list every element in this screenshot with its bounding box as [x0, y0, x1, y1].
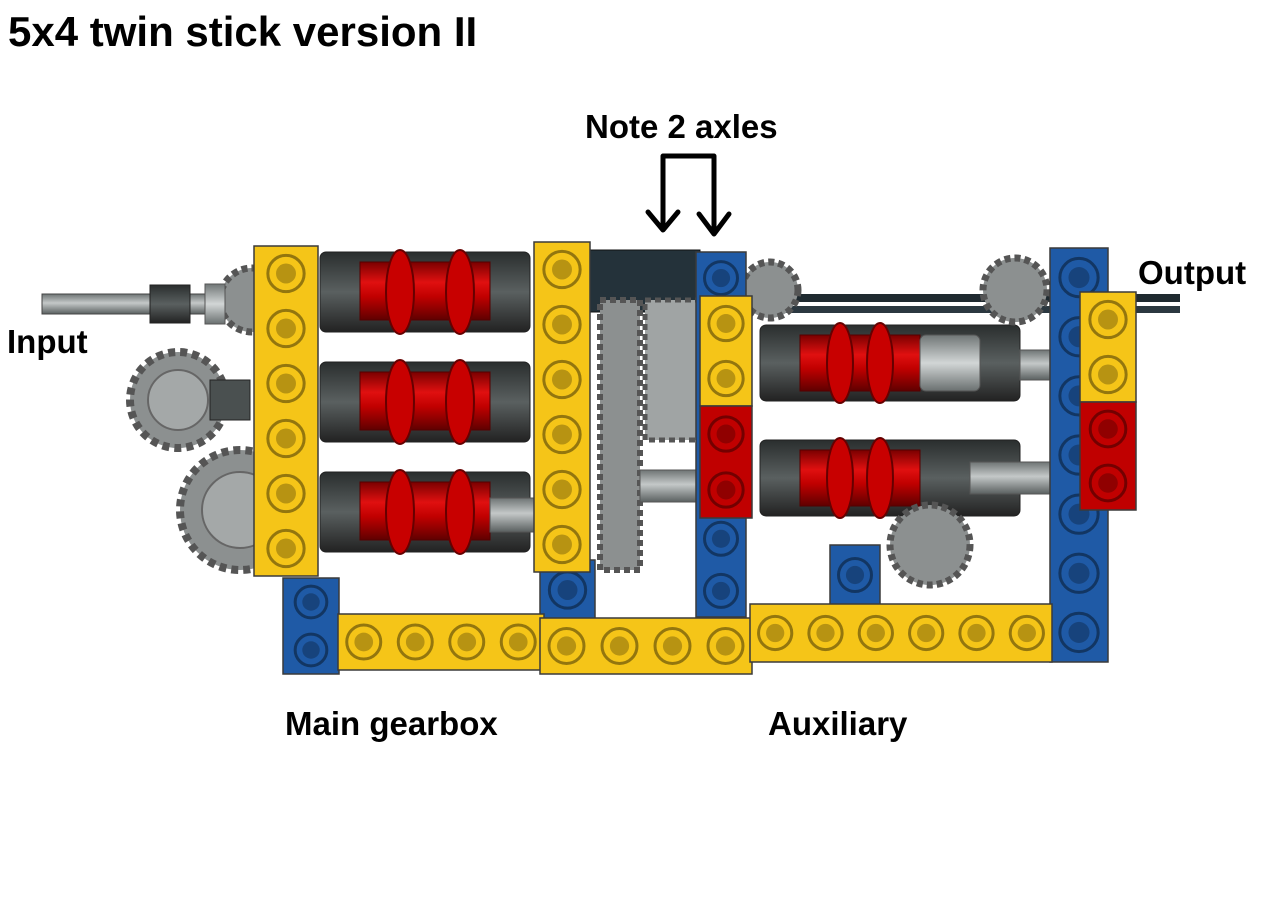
red-beam-center	[699, 405, 753, 519]
yellow-beam-center	[699, 295, 753, 407]
clutch-gear-icon	[866, 437, 894, 519]
yellow-beam-left	[253, 245, 319, 577]
clutch-gear-icon	[445, 469, 475, 555]
input-label: Input	[7, 323, 88, 360]
clutch-gear-icon	[826, 437, 854, 519]
yellow-beam-center-left	[533, 241, 591, 573]
aux-shaft-2	[759, 437, 1071, 589]
arrow-down-icon	[660, 153, 717, 235]
gear-icon	[979, 254, 1051, 326]
clutch-gear-icon	[445, 249, 475, 335]
gear-icon	[738, 258, 802, 322]
output-label: Output	[1138, 254, 1247, 291]
main-shaft-2	[319, 359, 531, 445]
clutch-gear-icon	[385, 469, 415, 555]
blue-beam-left	[282, 577, 340, 675]
main-gearbox-label: Main gearbox	[285, 705, 498, 742]
page-title: 5x4 twin stick version II	[8, 8, 478, 55]
clutch-gear-icon	[826, 322, 854, 404]
output-gears	[738, 254, 1051, 326]
main-shaft-1	[319, 249, 531, 335]
yellow-beam-bottom-center	[539, 617, 753, 675]
main-shaft-3	[319, 469, 541, 555]
yellow-beam-bottom-right	[749, 603, 1053, 663]
clutch-gear-icon	[385, 359, 415, 445]
aux-shaft-1	[759, 322, 1071, 404]
center-gear-stack	[589, 249, 721, 573]
clutch-gear-icon	[445, 359, 475, 445]
output-axles	[780, 294, 1180, 313]
blue-beam-aux	[829, 544, 881, 606]
clutch-gear-icon	[385, 249, 415, 335]
note-label: Note 2 axles	[585, 108, 778, 145]
red-beam-right	[1079, 401, 1137, 511]
yellow-beam-right	[1079, 291, 1137, 403]
clutch-gear-icon	[866, 322, 894, 404]
auxiliary-label: Auxiliary	[768, 705, 908, 742]
gear-icon	[886, 501, 974, 589]
note-arrows	[645, 153, 732, 237]
yellow-beam-bottom-left	[337, 613, 545, 671]
